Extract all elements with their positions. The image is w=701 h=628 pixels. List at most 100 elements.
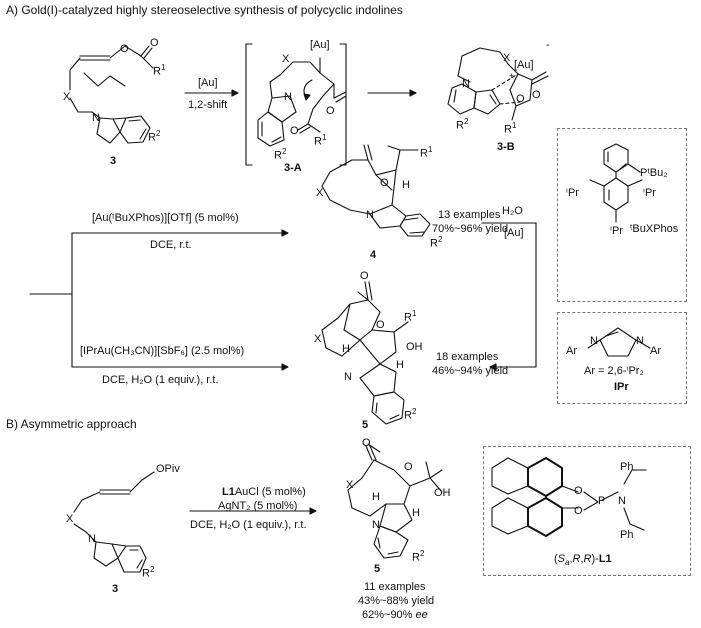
intermediate-3a-au: [Au] (310, 39, 330, 51)
compound-3-x: X (63, 91, 71, 103)
intermediate-3a-r1: R1 (314, 133, 327, 148)
tbuxphos-box (557, 128, 687, 302)
compound-3b-opiv: OPiv (156, 463, 180, 475)
product-4-r2: R2 (430, 235, 443, 250)
ipr-n2: N (636, 335, 644, 347)
bracket-left (245, 43, 253, 166)
intermediate-3a-n: N (284, 91, 292, 103)
arrow-2 (367, 89, 417, 97)
compound-3-structure (69, 45, 154, 144)
product-4-structure (321, 144, 431, 237)
route-lower-examples: 18 examples (436, 351, 499, 363)
intermediate-3b-r2: R2 (456, 117, 469, 132)
product-5b-label: 5 (374, 563, 381, 575)
asym-conditions-line1: L1AuCl (5 mol%) (222, 486, 306, 498)
compound-3b-label: 3 (112, 583, 119, 595)
l1-p: P (598, 495, 606, 507)
tbuxphos-name: ᵗBuXPhos (630, 223, 679, 235)
intermediate-3b-r1: R1 (504, 121, 517, 136)
product-5-h2: H (396, 359, 404, 371)
product-4-o: O (380, 177, 389, 189)
product-4-x: X (316, 187, 324, 199)
product-5-x: X (314, 333, 322, 345)
intermediate-3b-label: 3-B (497, 141, 515, 153)
intermediate-3a-o1: O (326, 105, 335, 117)
water-arrow (481, 222, 537, 371)
product-5b-x: X (346, 479, 354, 491)
arrow-1-bottom-label: 1,2-shift (188, 99, 228, 111)
compound-3-r2: R2 (148, 129, 161, 144)
route-lower-yield: 46%~94% yield (432, 365, 509, 377)
intermediate-3b-au: [Au] (514, 59, 534, 71)
tbuxphos-ipr-left: ⁱPr (566, 187, 579, 199)
product-5b-r2: R2 (412, 549, 425, 564)
l1-label: (Sa,R,R)-L1 (554, 553, 612, 568)
tbuxphos-ipr-bottom: ⁱPr (610, 225, 623, 237)
compound-3-r1: R1 (153, 63, 166, 78)
intermediate-3b-minus: - (546, 39, 550, 51)
product-4-h1: H (402, 179, 410, 191)
tbuxphos-p: PᵗBu₂ (640, 167, 668, 179)
route-upper-examples: 13 examples (438, 209, 501, 221)
product-5-h1: H (342, 343, 350, 355)
intermediate-3a-label: 3-A (284, 162, 302, 174)
ipr-name: IPr (614, 381, 629, 393)
intermediate-3b-x: X (503, 52, 511, 64)
compound-3b-structure (73, 471, 155, 573)
tbuxphos-structure (589, 143, 643, 223)
product-5b-n: N (372, 519, 380, 531)
product-5-structure (321, 281, 409, 425)
compound-3-o2: O (120, 43, 129, 55)
intermediate-3b-o1: O (532, 89, 541, 101)
product-4-label: 4 (370, 249, 377, 261)
product-5-oh: OH (406, 341, 423, 353)
l1-ph2: Ph (620, 529, 634, 541)
intermediate-3b-n: N (462, 78, 470, 90)
section-a-heading: A) Gold(I)-catalyzed highly stereoselect… (6, 3, 403, 17)
asym-arrow (189, 507, 317, 515)
bracket-right (339, 43, 347, 166)
intermediate-3b-o2: O (516, 93, 525, 105)
ipr-box (557, 312, 687, 404)
route-lower-conditions-top: [IPrAu(CH₃CN)][SbF₆] (2.5 mol%) (80, 345, 245, 357)
product-5-r2: R2 (404, 407, 417, 422)
intermediate-3a-x: X (282, 53, 290, 65)
product-5b-o-ketone: O (362, 437, 371, 449)
product-5b-ee: 62%~90% ee (362, 609, 428, 621)
intermediate-3a-r2: R2 (274, 147, 287, 162)
l1-n: N (618, 495, 626, 507)
product-4-n: N (366, 209, 374, 221)
product-5-o-ketone: O (360, 270, 369, 282)
intermediate-3b-structure (447, 47, 549, 121)
compound-3-o1: O (150, 37, 159, 49)
product-5b-oh: OH (434, 487, 451, 499)
product-5b-h1: H (372, 491, 380, 503)
route-upper-conditions-top: [Au(ᵗBuXPhos)][OTf] (5 mol%) (92, 212, 239, 224)
compound-3-label: 3 (110, 155, 117, 167)
l1-o1: O (574, 485, 583, 497)
product-5-r1: R1 (404, 309, 417, 324)
tbuxphos-ipr-right: ⁱPr (643, 187, 656, 199)
intermediate-3a-o2: O (290, 125, 299, 137)
asym-conditions-line3: DCE, H₂O (1 equiv.), r.t. (190, 519, 307, 531)
intermediate-3a-structure (257, 57, 347, 147)
product-5-n: N (344, 371, 352, 383)
section-b-heading: B) Asymmetric approach (6, 417, 137, 431)
ipr-structure (587, 327, 651, 357)
branch-arrows (29, 229, 289, 371)
compound-3b-r2: R2 (142, 565, 155, 580)
product-4-r1: R1 (420, 145, 433, 160)
compound-3b-n: N (88, 533, 96, 545)
ipr-n1: N (590, 335, 598, 347)
arrow-1-top-label: [Au] (198, 77, 218, 89)
product-5b-o-ring: O (404, 461, 413, 473)
compound-3b-x: X (66, 513, 74, 525)
l1-o2: O (574, 505, 583, 517)
product-5b-yield: 43%~88% yield (358, 595, 435, 607)
l1-structure (491, 457, 647, 537)
intermediate-3b-plus: + (509, 71, 515, 81)
product-5-label: 5 (362, 419, 369, 431)
product-5b-examples: 11 examples (364, 581, 426, 593)
